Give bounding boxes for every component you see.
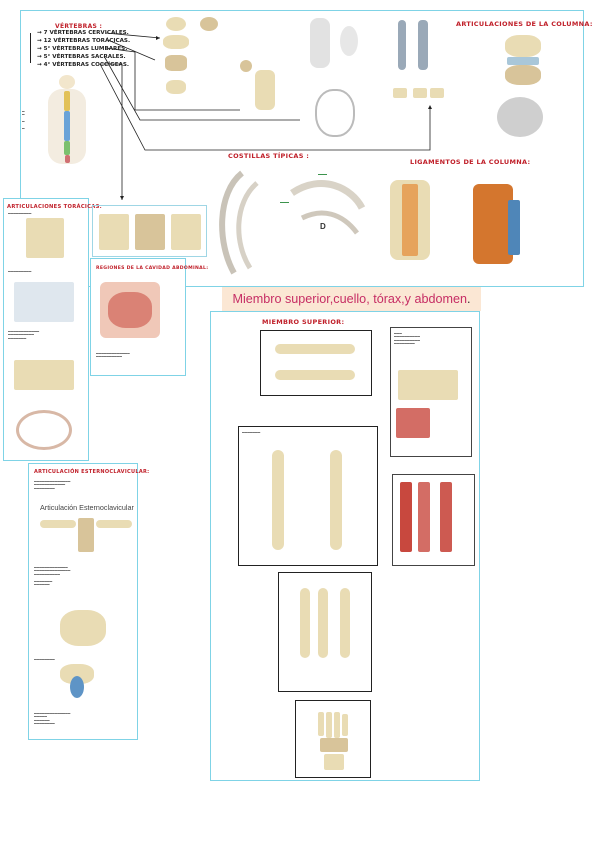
sternoclavicular-panel bbox=[28, 463, 138, 740]
column-joints-title: ARTICULACIONES DE LA COLUMNA: bbox=[456, 20, 593, 28]
shoulder-image bbox=[60, 610, 106, 646]
forearm-image-3 bbox=[340, 588, 350, 658]
abdominal-regions-title: REGIONES DE LA CAVIDAD ABDOMINAL: bbox=[96, 266, 209, 271]
thoracic-image-1 bbox=[26, 218, 64, 258]
vertebra-image-2 bbox=[163, 35, 189, 49]
vertebra-image-5 bbox=[200, 17, 218, 31]
vertebra-item-4: → 5° VÉRTEBRAS SACRALES. bbox=[37, 54, 126, 60]
spine-labels: ▬▬▬▬ bbox=[22, 110, 25, 131]
sterno-image-title: Articulación Esternoclavicular bbox=[40, 503, 134, 512]
scapula-text: ▬▬▬▬▬▬▬▬▬▬▬▬▬▬▬▬▬▬▬▬▬▬▬▬▬▬▬▬▬▬▬ bbox=[394, 332, 420, 346]
clavicle-box bbox=[260, 330, 372, 396]
typical-ribs-title: COSTILLAS TÍPICAS : bbox=[228, 152, 310, 160]
thoracic-image-3 bbox=[14, 360, 74, 390]
arm-muscle-image-2 bbox=[418, 482, 430, 552]
clavicle-image-2 bbox=[275, 370, 355, 380]
arm-muscle-image-1 bbox=[400, 482, 412, 552]
main-title-period: . bbox=[467, 292, 471, 306]
rib-label-marker-1: ▬▬▬ bbox=[318, 172, 327, 176]
forearm-image-2 bbox=[318, 588, 328, 658]
humerus-image-2 bbox=[330, 450, 342, 550]
forearm-image-1 bbox=[300, 588, 310, 658]
rib-label-marker-2: ▬▬▬ bbox=[280, 200, 289, 204]
thoracic-joints-title: ARTICULACIONES TORÁCICAS: bbox=[7, 204, 102, 210]
abdomen-image bbox=[100, 282, 160, 338]
thoracic-text-1: ▬▬▬▬▬▬▬▬▬ bbox=[8, 212, 32, 215]
vertebra-image-1 bbox=[166, 17, 186, 31]
vertebra-image-4 bbox=[166, 80, 186, 94]
sterno-text-2: ▬▬▬▬▬▬▬▬▬▬▬▬▬▬▬▬▬▬▬▬▬▬▬▬▬▬▬▬▬▬▬▬▬▬▬▬▬▬▬▬… bbox=[34, 566, 71, 587]
clavicle-image-1 bbox=[275, 344, 355, 354]
sterno-text-4: ▬▬▬▬▬▬▬▬▬▬▬▬▬▬▬▬▬▬▬▬▬▬▬▬▬▬▬▬▬▬▬▬▬ bbox=[34, 712, 71, 726]
rib-illustration bbox=[219, 170, 366, 275]
sterno-text-1: ▬▬▬▬▬▬▬▬▬▬▬▬▬▬▬▬▬▬▬▬▬▬▬▬▬▬▬▬▬▬▬▬▬▬ bbox=[34, 480, 71, 490]
humerus-box-header: ▬▬▬▬▬▬▬ bbox=[242, 431, 261, 434]
sterno-image bbox=[40, 514, 132, 554]
vertebra-item-3: → 5° VÉRTEBRAS LUMBARES. bbox=[37, 46, 128, 52]
sternum-panel bbox=[305, 14, 375, 137]
vertebra-item-2: → 12 VÉRTEBRAS TORÁCICAS. bbox=[37, 38, 131, 44]
list-bracket bbox=[30, 33, 31, 63]
column-joints-image bbox=[497, 35, 557, 145]
scapula-image bbox=[398, 370, 458, 400]
sternoclavicular-title: ARTICULACIÓN ESTERNOCLAVICULAR: bbox=[34, 469, 150, 475]
vertebrae-heading: VÉRTEBRAS : bbox=[55, 23, 103, 30]
arm-muscle-image-3 bbox=[440, 482, 452, 552]
vertebra-image-6 bbox=[255, 70, 275, 110]
pelvis-panel bbox=[92, 205, 207, 257]
column-ligaments-title: LIGAMENTOS DE LA COLUMNA: bbox=[410, 158, 531, 166]
column-side-panel bbox=[388, 16, 448, 106]
main-title-banner: Miembro superior,cuello, tórax,y abdomen… bbox=[222, 287, 481, 311]
vertebra-image-7 bbox=[240, 60, 252, 72]
ligaments-image bbox=[378, 170, 568, 270]
main-title: Miembro superior,cuello, tórax,y abdomen bbox=[232, 292, 468, 306]
sterno-text-3: ▬▬▬▬▬▬▬▬ bbox=[34, 658, 55, 661]
humerus-image-1 bbox=[272, 450, 284, 550]
thoracic-image-2 bbox=[14, 282, 74, 322]
thoracic-text-3: ▬▬▬▬▬▬▬▬▬▬▬▬▬▬▬▬▬▬▬▬▬▬▬▬▬▬▬▬▬ bbox=[8, 330, 40, 340]
rib-letter: D bbox=[320, 222, 326, 231]
thoracic-text-2: ▬▬▬▬▬▬▬▬▬ bbox=[8, 270, 32, 273]
vertebra-image-3 bbox=[165, 55, 187, 71]
glenohumeral-image bbox=[52, 664, 102, 708]
hand-image bbox=[312, 712, 358, 772]
vertebra-item-5: → 4° VÉRTEBRAS COCCÍGEAS. bbox=[37, 62, 130, 68]
thoracic-image-4 bbox=[16, 410, 72, 450]
humerus-box bbox=[238, 426, 378, 566]
scapula-muscle-image bbox=[396, 408, 430, 438]
vertebra-item-1: → 7 VÉRTEBRAS CERVICALES. bbox=[37, 30, 129, 36]
abdomen-caption: ▬▬▬▬▬▬▬▬▬▬▬▬▬▬▬▬▬▬▬▬▬▬▬ bbox=[96, 352, 130, 359]
spine-figure bbox=[32, 75, 102, 170]
upper-limb-title: MIEMBRO SUPERIOR: bbox=[262, 318, 345, 326]
